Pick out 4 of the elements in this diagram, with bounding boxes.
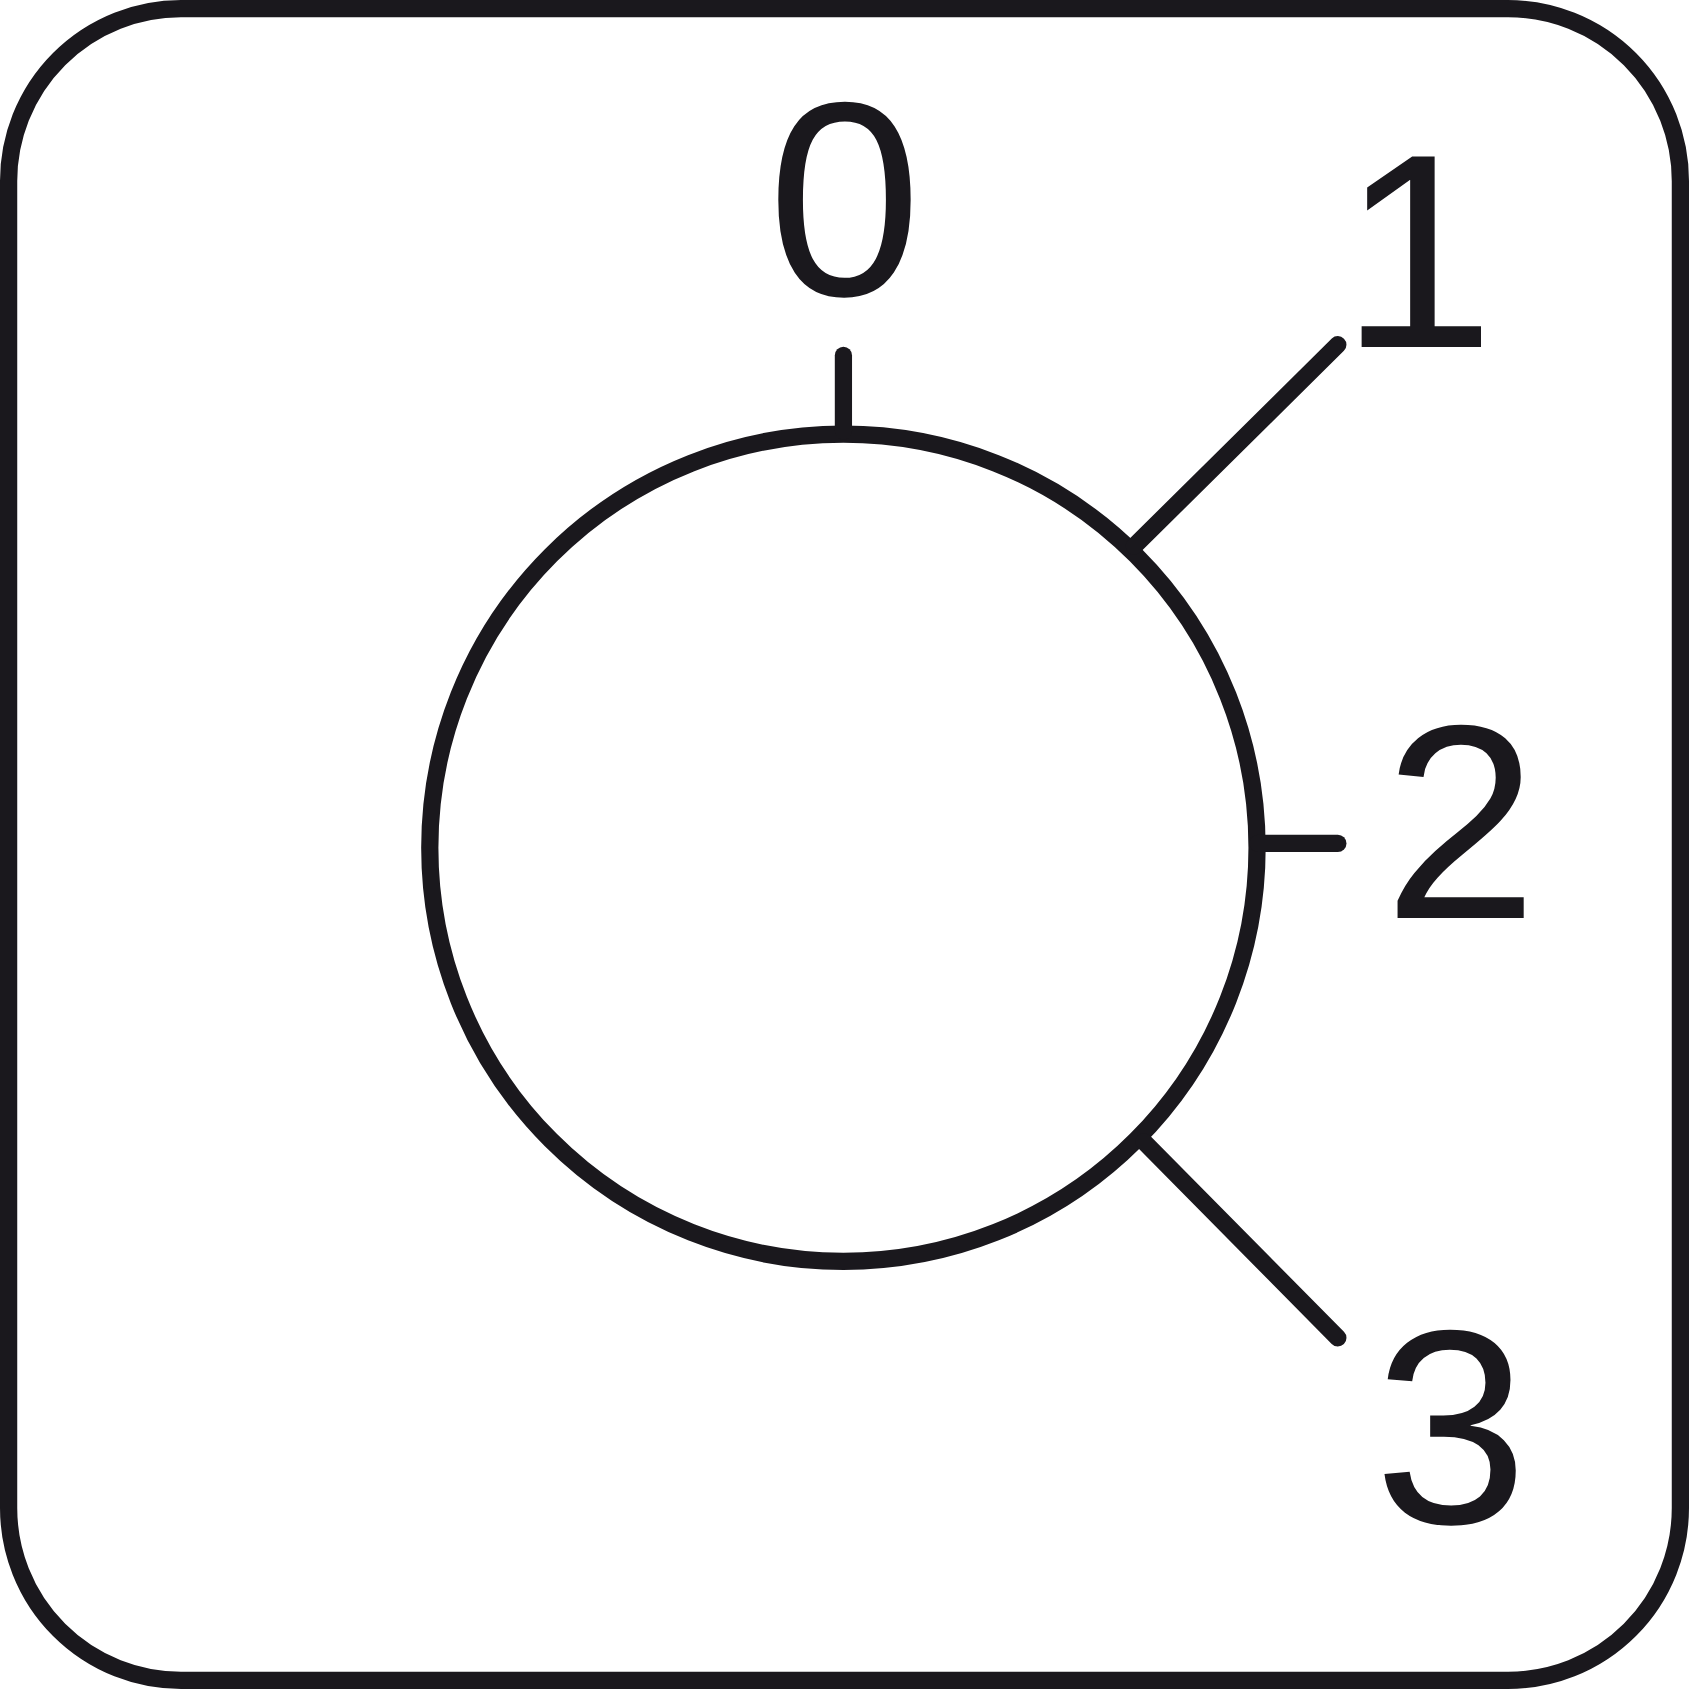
- position-number: 2: [1382, 683, 1539, 961]
- position-number: 0: [766, 60, 923, 338]
- position-number: 1: [1339, 112, 1496, 390]
- position-number: 3: [1372, 1288, 1529, 1566]
